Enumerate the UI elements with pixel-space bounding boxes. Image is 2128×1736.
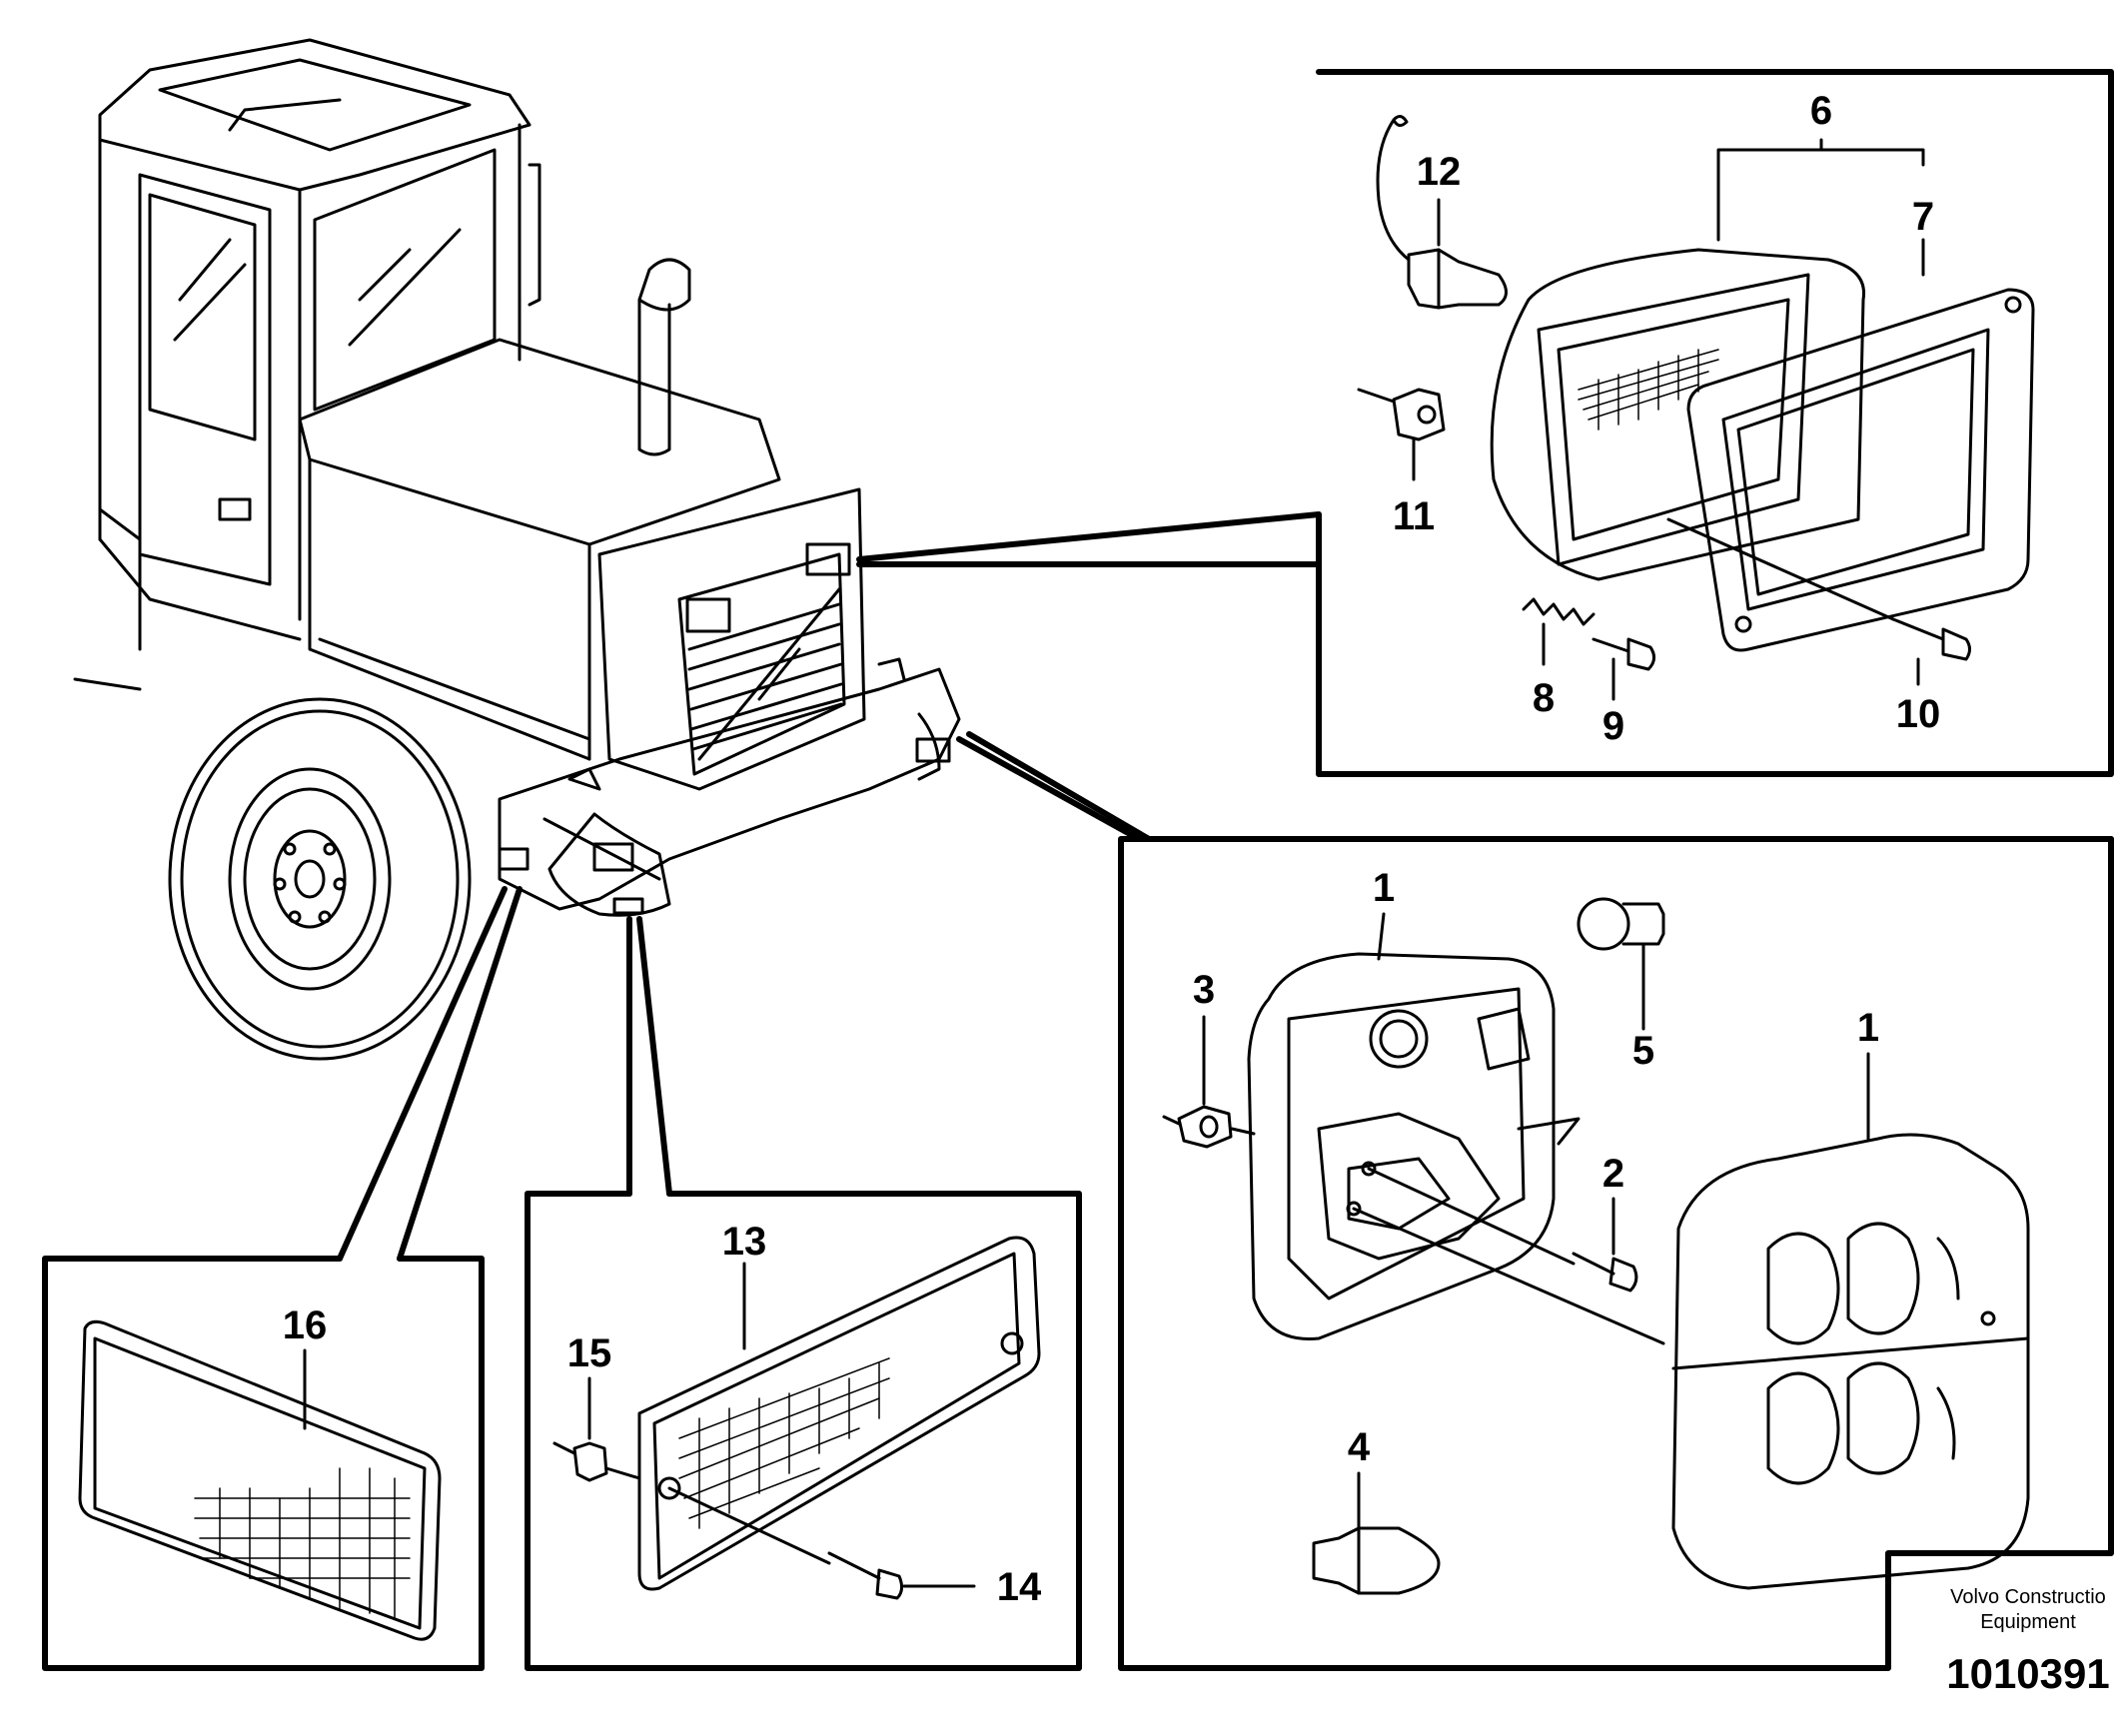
callout-15: 15 xyxy=(567,1331,612,1375)
wheel-loader-illustration xyxy=(73,38,961,1061)
callout-4: 4 xyxy=(1348,1425,1371,1469)
callout-7: 7 xyxy=(1912,195,1934,239)
drawing-footer: Volvo Constructio Equipment 1010391 xyxy=(1946,1586,2110,1697)
drawing-number: 1010391 xyxy=(1946,1650,2110,1697)
callout-8: 8 xyxy=(1533,676,1555,720)
callout-1-lens: 1 xyxy=(1857,1006,1879,1050)
callout-9: 9 xyxy=(1602,704,1624,748)
callout-5: 5 xyxy=(1632,1029,1654,1073)
side-reflector-detail-panel: 13 15 14 xyxy=(525,1191,1082,1671)
callout-1-housing: 1 xyxy=(1373,866,1395,910)
callout-3: 3 xyxy=(1193,968,1215,1012)
headlight-detail-panel: 6 7 12 11 8 9 10 xyxy=(1316,69,2114,777)
callout-13: 13 xyxy=(722,1220,767,1264)
callout-2: 2 xyxy=(1602,1152,1624,1196)
brand-line-1: Volvo Constructio xyxy=(1950,1586,2106,1608)
callout-16: 16 xyxy=(283,1303,328,1347)
rear-reflector-detail-panel: 16 xyxy=(42,1256,485,1671)
callout-6: 6 xyxy=(1810,89,1832,133)
brand-line-2: Equipment xyxy=(1980,1611,2076,1633)
callout-10: 10 xyxy=(1896,692,1941,736)
callout-14: 14 xyxy=(997,1565,1042,1609)
callout-12: 12 xyxy=(1417,150,1462,194)
work-lamp-detail-panel: 1 1 3 5 2 4 xyxy=(1118,836,2114,1671)
callout-11: 11 xyxy=(1393,494,1435,538)
